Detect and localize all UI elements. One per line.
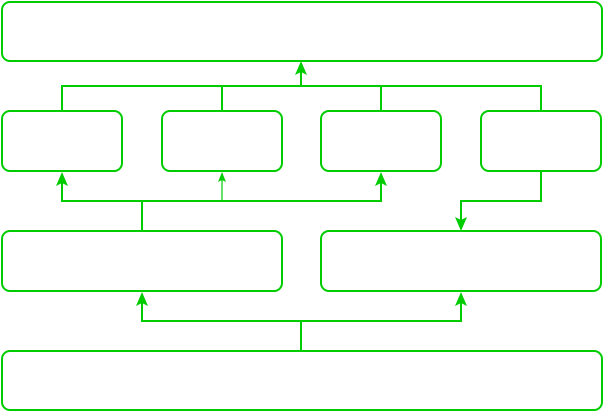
edge-mid4-to-low-right — [460, 171, 542, 222]
node-bottom[interactable] — [1, 350, 603, 411]
edge-bottom-to-low-row — [141, 300, 462, 351]
arrowhead-down-low-right — [455, 217, 467, 231]
connectors — [61, 68, 542, 351]
arrowhead-up-mid2 — [218, 172, 226, 182]
node-top[interactable] — [1, 1, 603, 62]
node-mid3[interactable] — [320, 110, 442, 172]
arrowhead-up-top — [295, 61, 307, 75]
node-mid4[interactable] — [480, 110, 602, 172]
node-mid2[interactable] — [161, 110, 283, 172]
arrowhead-up-low-right — [455, 292, 467, 306]
edge-mid-row-to-top — [61, 68, 542, 111]
node-mid1[interactable] — [1, 110, 123, 172]
node-low-right[interactable] — [320, 230, 602, 292]
arrowhead-up-low-left — [136, 292, 148, 306]
arrowhead-up-mid3 — [375, 172, 387, 186]
arrowheads — [56, 61, 467, 306]
arrowhead-up-mid1 — [56, 172, 68, 186]
node-low-left[interactable] — [1, 230, 283, 292]
